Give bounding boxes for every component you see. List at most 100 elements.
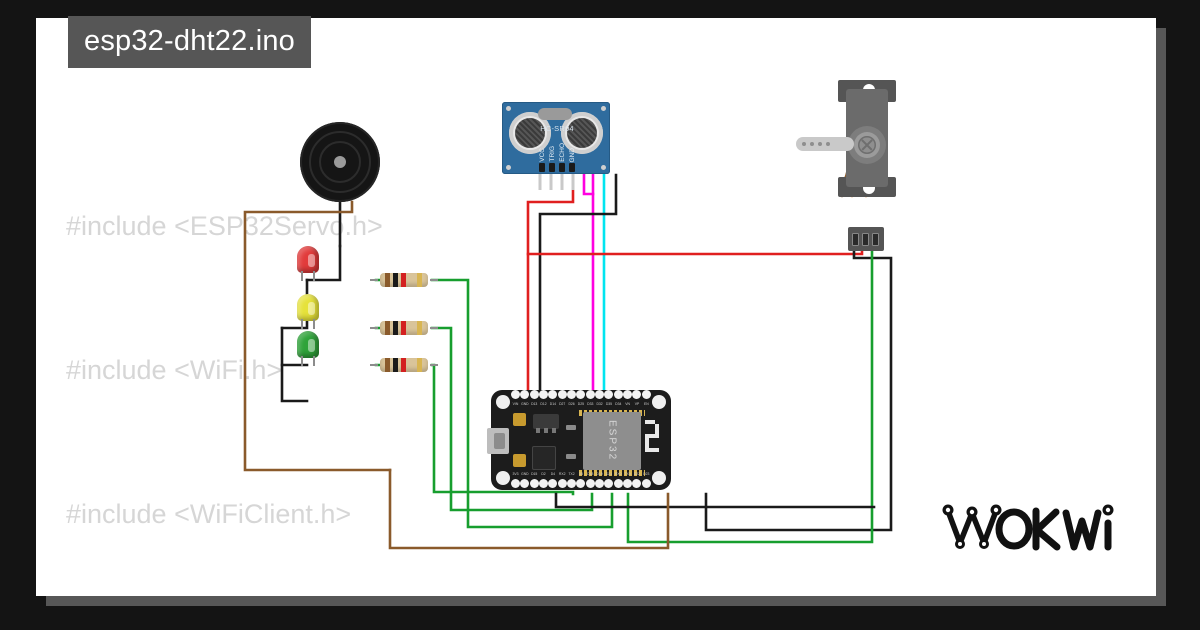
pin-label-gnd: GND — [569, 147, 576, 162]
mount-hole — [496, 471, 510, 485]
wokwi-logo-nodes — [942, 504, 1002, 549]
code-line: #include <WiFiClient.h> — [66, 499, 352, 529]
code-watermark: #include <ESP32Servo.h> #include <WiFi.h… — [36, 18, 1156, 596]
resistor[interactable] — [370, 358, 438, 372]
resistor-band — [417, 273, 422, 287]
resistor-band — [417, 358, 422, 372]
pin-label: D18 — [587, 472, 594, 476]
pin-label: GND — [521, 472, 529, 476]
red-led[interactable] — [297, 246, 319, 281]
buzzer[interactable] — [300, 122, 380, 202]
resistor-lead-right — [430, 327, 438, 329]
code-line: #include <WiFi.h> — [66, 355, 283, 385]
wire-led-red-gnd — [305, 244, 342, 282]
led-bulb — [297, 294, 319, 321]
pin-label: VP — [634, 402, 640, 406]
resistor-band — [385, 358, 390, 372]
pin-label: RX2 — [558, 472, 566, 476]
wire-res1-out — [430, 278, 614, 529]
esp32-devkit-board[interactable]: ESP32 VIN GND D13 D12 D14 D27 D26 D25 D3… — [487, 390, 671, 490]
screw-hole — [506, 106, 511, 111]
hcsr04-silkscreen-label: HC-SR04 — [540, 124, 574, 133]
buzzer-ring-inner — [319, 141, 361, 183]
esp32-bottom-pin-labels: 3V3 GND D15 D2 D4 RX2 TX2 D5 D18 D19 D21… — [511, 472, 651, 478]
led-gloss — [308, 254, 315, 267]
esp32-top-pin-header[interactable] — [511, 390, 651, 401]
esp32-module-label: ESP32 — [606, 420, 618, 462]
project-title-tab[interactable]: esp32-dht22.ino — [68, 16, 311, 68]
pin-label: D12 — [540, 402, 547, 406]
buzzer-ring-outer — [309, 131, 371, 193]
capacitor — [566, 454, 576, 459]
led-bulb — [297, 331, 319, 358]
pin-label: D33 — [587, 402, 594, 406]
pin-label: D35 — [605, 402, 613, 406]
wire-servo-gnd — [704, 231, 893, 532]
resistor-lead-right — [430, 364, 438, 366]
ultrasonic-distance-sensor[interactable]: HC-SR04 VCC TRIG ECHO GND — [502, 102, 610, 174]
esp32-bottom-pin-header[interactable] — [511, 479, 651, 490]
screw-hole — [601, 106, 606, 111]
usb-connector[interactable] — [487, 428, 509, 454]
servo-horn[interactable] — [796, 137, 854, 151]
mount-hole — [652, 395, 666, 409]
resistor-lead-left — [370, 327, 378, 329]
wokwi-logo — [940, 499, 1116, 560]
code-line: #include <ESP32Servo.h> — [66, 211, 383, 241]
pin-label: D34 — [615, 402, 622, 406]
resistor-body — [380, 358, 428, 372]
resistor-band — [417, 321, 422, 335]
buzzer-sound-hole — [334, 156, 346, 168]
resistor-lead-right — [430, 279, 438, 281]
wire-res2-out — [430, 326, 594, 512]
resistor[interactable] — [370, 273, 438, 287]
resistor-band — [385, 321, 390, 335]
pin-label: D23 — [643, 472, 650, 476]
green-led[interactable] — [297, 331, 319, 366]
led-legs — [301, 356, 315, 366]
resistor-lead-left — [370, 364, 378, 366]
pin-label: D32 — [596, 402, 603, 406]
pin-label: D2 — [541, 472, 546, 476]
resistor-band — [401, 273, 406, 287]
resistor-band — [393, 321, 398, 335]
boot-button[interactable] — [513, 413, 526, 426]
wire-hcsr-gnd — [538, 173, 618, 450]
led-legs — [301, 271, 315, 281]
diagram-canvas[interactable]: #include <ESP32Servo.h> #include <WiFi.h… — [36, 18, 1156, 596]
pin-label: D5 — [578, 472, 584, 476]
resistor-lead-left — [370, 279, 378, 281]
yellow-led[interactable] — [297, 294, 319, 329]
wire-servo-signal — [626, 231, 874, 544]
pin-label: VIN — [512, 402, 519, 406]
voltage-regulator — [533, 414, 559, 433]
resistor-body — [380, 321, 428, 335]
usb-uart-chip — [532, 446, 556, 470]
pin-label: GND — [521, 402, 529, 406]
pin-label: RX0 — [614, 472, 622, 476]
resistor-band — [385, 273, 390, 287]
wire-buzzer-signal — [243, 200, 392, 472]
screw-hole — [601, 165, 606, 170]
resistor-band — [393, 273, 398, 287]
led-bulb — [297, 246, 319, 273]
wire-brown-bus — [388, 468, 670, 550]
capacitor — [566, 425, 576, 430]
pin-label: VN — [625, 402, 630, 406]
led-legs — [301, 319, 315, 329]
hcsr04-pin-labels: VCC TRIG ECHO GND — [539, 140, 576, 162]
mount-hole — [652, 471, 666, 485]
pin-label-echo: ECHO — [559, 143, 566, 162]
servo-motor[interactable] — [796, 80, 902, 251]
pin-label: TX2 — [568, 472, 575, 476]
pin-label: D14 — [549, 402, 556, 406]
servo-connector[interactable] — [848, 227, 884, 251]
reset-button[interactable] — [513, 454, 526, 467]
resistor-band — [393, 358, 398, 372]
resistor[interactable] — [370, 321, 438, 335]
pin-label: D25 — [577, 402, 585, 406]
resistor-body — [380, 273, 428, 287]
hcsr04-pin-header[interactable] — [539, 163, 575, 172]
pin-label-vcc: VCC — [539, 148, 546, 162]
